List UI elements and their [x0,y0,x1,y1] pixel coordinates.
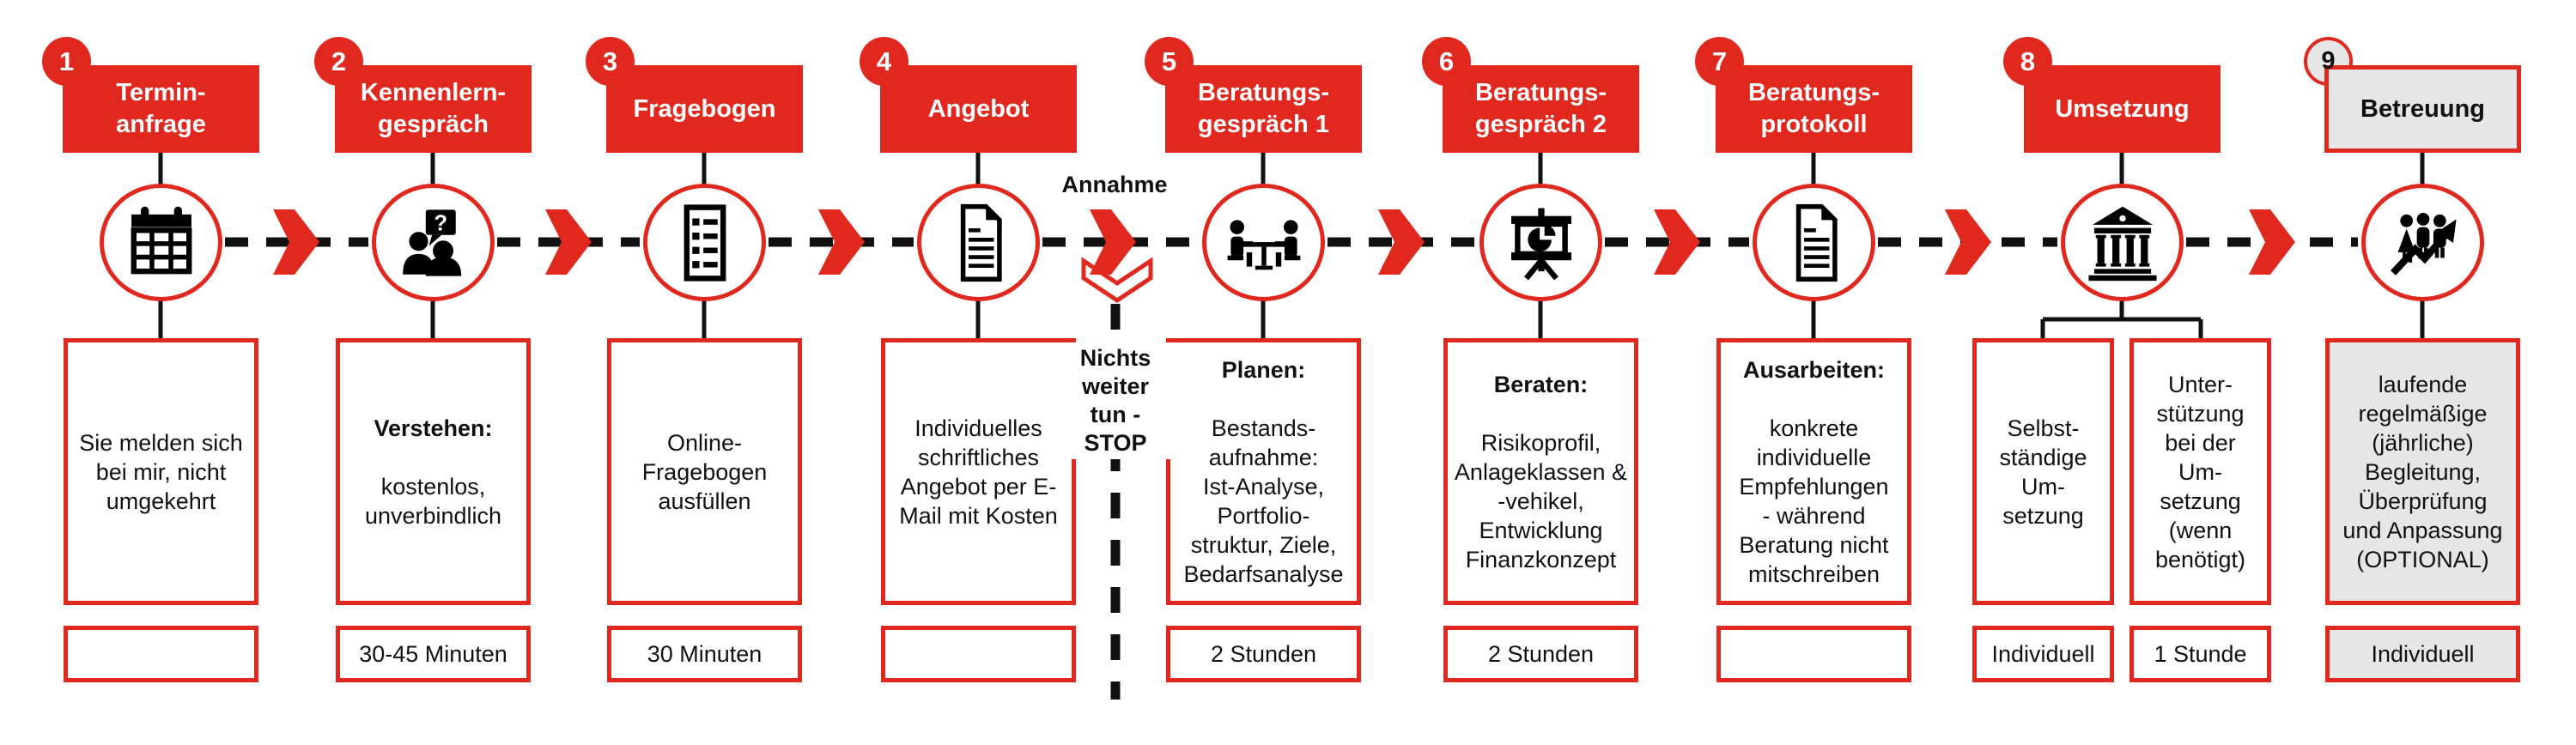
connector-lines [158,153,2425,340]
step-number: 5 [1161,45,1177,76]
consultation-table-icon [1227,219,1300,270]
step-number: 2 [331,45,347,76]
step-lead: Ausarbeiten: [1742,356,1886,383]
meeting-question-icon: ? [402,209,461,276]
presentation-chart-icon [1510,208,1571,280]
step-duration-box [64,626,258,682]
step-number: 3 [602,45,618,76]
step-body-text: Sie melden sich bei mir, nicht umgekehrt [79,429,243,514]
step-duration-box: 2 Stunden [1166,626,1361,682]
flow-arrow-icon [1378,209,1425,275]
step-body-box: Online- Fragebogen ausfüllen [607,338,802,605]
flow-arrow-icon [1090,209,1136,275]
stop-label: Nichts weiter tun - STOP [1051,342,1180,459]
step-7: Beratungs- protokoll 7 Ausarbeiten: konk… [1695,0,1912,745]
step-body-text: Online- Fragebogen ausfüllen [641,429,768,514]
flow-arrows [273,209,2295,275]
step-8: Umsetzung 8 Selbst- ständige Um- setzung [1972,0,2271,745]
step-3: Fragebogen 3 Online- Fragebogen ausfülle… [586,0,803,745]
protocol-document-icon [1795,203,1838,282]
step-body-box: Verstehen: kostenlos, unverbindlich [336,338,531,605]
calendar-icon [131,206,191,274]
flow-arrow-icon [1654,209,1700,275]
step-icon-circle [917,184,1040,301]
step-duration-box: 30-45 Minuten [336,626,531,682]
step-number: 1 [58,45,75,76]
question-mark-glyph: ? [434,211,447,235]
step-icon-circle [100,184,222,301]
step-duration-box [1716,626,1911,682]
step-body-box: Planen: Bestands- aufnahme: Ist-Analyse,… [1166,338,1361,605]
step-body-box: laufende regelmäßige (jährliche) Begleit… [2325,338,2520,605]
step-icon-circle [2061,184,2184,301]
step-number: 8 [2020,45,2036,76]
step-body-box: Ausarbeiten: konkrete individuelle Empfe… [1716,338,1911,605]
step-body-text: konkrete individuelle Empfehlungen - wäh… [1739,415,1889,587]
flow-arrow-icon [1945,209,1991,275]
step-icon-circle [1479,184,1602,301]
step-body-text: Bestands- aufnahme: Ist-Analyse, Portfol… [1183,415,1344,587]
step-title: Kennenlern- gespräch [335,65,532,153]
step-body-box: Unter- stützung bei der Um- setzung (wen… [2129,338,2271,605]
step-duration-box [881,626,1076,682]
flow-arrow-icon [273,209,319,275]
step-9: Betreuung 9 laufend [2304,0,2521,745]
step-4: Angebot 4 Individuelles schriftliches An… [860,0,1077,745]
step-2: Kennenlern- gespräch 2 ? Verstehen: kost… [314,0,532,745]
flow-arrow-icon [2249,209,2295,275]
step-number: 6 [1438,45,1455,76]
step-title: Beratungs- gespräch 2 [1443,65,1639,153]
step-title: Fragebogen [606,65,803,153]
step-number: 7 [1711,45,1728,76]
step-title: Termin- anfrage [63,65,259,153]
step-body-box: Beraten: Risikoprofil, Anlageklassen & -… [1443,338,1638,605]
step-body-box: Sie melden sich bei mir, nicht umgekehrt [64,338,258,605]
step-lead: Beraten: [1493,371,1589,397]
step-title: Angebot [880,65,1077,153]
bank-icon [2087,206,2157,281]
stop-chevron-icon [1081,257,1153,304]
step-duration-box: Individuell [2325,626,2520,682]
step-icon-circle: ? [372,184,495,301]
step-title: Betreuung [2324,65,2521,153]
step-lead: Verstehen: [374,415,493,441]
step-6: Beratungs- gespräch 2 6 Beraten: Risikop… [1422,0,1639,745]
step-body-box: Individuelles schriftliches Angebot per … [881,338,1076,605]
checklist-icon [683,203,726,282]
step-icon-circle [1202,184,1325,301]
step-duration-box: Individuell [1972,626,2114,682]
step-body-text: Unter- stützung bei der Um- setzung (wen… [2154,371,2246,572]
step-icon-circle [643,184,766,301]
accept-label: Annahme [1061,172,1168,197]
flow-arrow-icon [545,209,592,275]
clients-growth-icon [2390,212,2457,276]
offer-document-icon [960,203,1002,282]
step-title: Beratungs- gespräch 1 [1165,65,1362,153]
step-duration-box: 1 Stunde [2129,626,2271,682]
step-duration-box: 30 Minuten [607,626,802,682]
step-5: Beratungs- gespräch 1 5 [1145,0,1362,745]
step-lead: Planen: [1221,356,1306,383]
step-icon-circle [2361,184,2484,301]
flow-arrow-icon [818,209,865,275]
step-title: Umsetzung [2024,65,2221,153]
step-number: 4 [876,45,892,76]
step-icon-circle [1753,184,1875,301]
step-body-text: laufende regelmäßige (jährliche) Begleit… [2342,371,2503,572]
branch-connector [2040,299,2203,340]
step-body-text: Individuelles schriftliches Angebot per … [899,415,1058,529]
step-title: Beratungs- protokoll [1716,65,1912,153]
step-1: Termin- anfrage 1 Sie melden sich bei mi… [42,0,259,745]
step-number: 9 [2321,47,2336,75]
step-body-text: kostenlos, unverbindlich [364,473,502,529]
step-body-box: Selbst- ständige Um- setzung [1972,338,2114,605]
step-duration-box: 2 Stunden [1443,626,1638,682]
step-body-text: Selbst- ständige Um- setzung [1999,415,2087,529]
step-body-text: Risikoprofil, Anlageklassen & -vehikel, … [1454,429,1628,572]
